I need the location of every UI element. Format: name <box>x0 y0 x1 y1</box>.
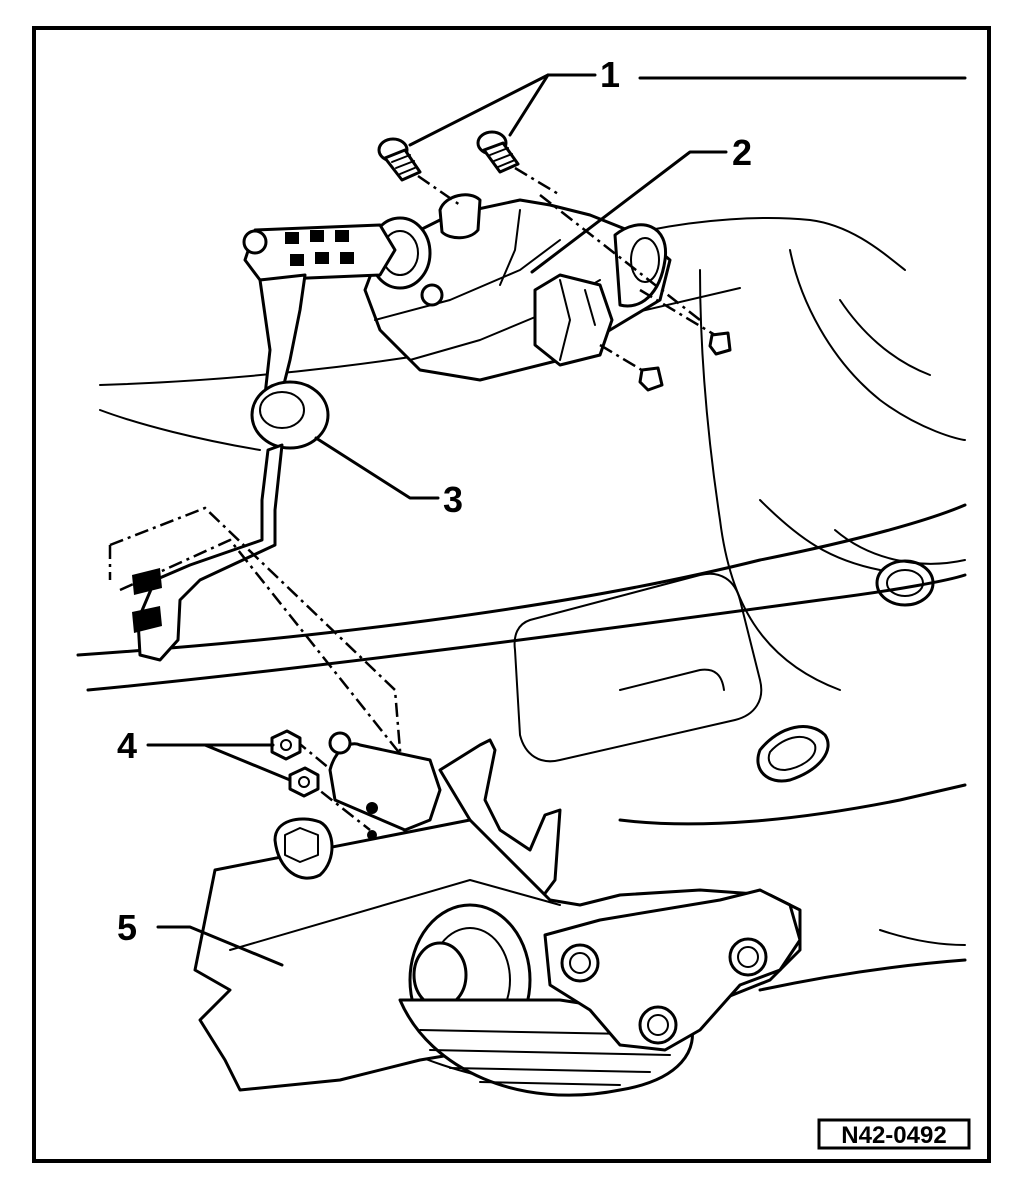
level-sensor-assembly <box>132 193 672 662</box>
leader-lines <box>146 73 728 967</box>
underbody-panel <box>76 76 967 1091</box>
flange-bolt <box>728 937 768 977</box>
bolts-item-1 <box>377 130 561 207</box>
figure-id-box: N42-0492 <box>817 1118 971 1150</box>
callout-5: 5 <box>117 907 137 948</box>
figure-id-label: N42-0492 <box>841 1122 946 1149</box>
bolt-left <box>377 137 422 182</box>
sensor-nuts <box>539 194 732 392</box>
diagram-frame <box>32 26 991 1163</box>
callout-2: 2 <box>732 132 752 173</box>
flange-bolt <box>638 1005 678 1045</box>
alignment-lines <box>108 506 412 870</box>
callout-1: 1 <box>600 54 620 95</box>
flange-bolt <box>560 943 600 983</box>
callout-3: 3 <box>443 479 463 520</box>
axle-beam-item-5 <box>193 731 802 1097</box>
bolt-right <box>476 130 520 174</box>
callout-4: 4 <box>117 725 137 766</box>
nuts-item-4 <box>270 729 320 798</box>
